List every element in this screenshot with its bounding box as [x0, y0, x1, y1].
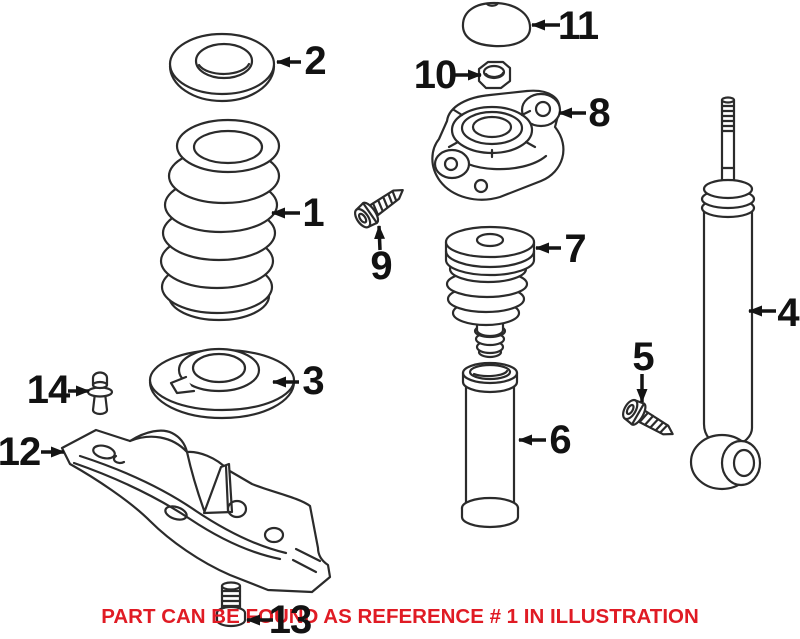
part-drawing-strut-mount	[431, 89, 565, 201]
part-drawing-lock-nut	[477, 60, 512, 90]
ref-label-8: 8	[588, 91, 610, 135]
ref-label-11: 11	[557, 4, 599, 48]
ref-label-1: 1	[302, 191, 324, 235]
ref-label-12: 12	[0, 430, 41, 474]
ref-label-2: 2	[304, 39, 326, 83]
part-drawing-spring-support-bracket	[60, 428, 332, 594]
ref-label-4: 4	[777, 291, 799, 335]
ref-label-13: 13	[268, 598, 312, 639]
leader-arrow-9	[374, 225, 386, 251]
part-drawing-protective-sleeve	[460, 361, 520, 529]
ref-label-7: 7	[564, 227, 586, 271]
part-drawing-lower-spring-seat	[148, 347, 296, 420]
part-drawing-mount-screw	[354, 188, 404, 229]
ref-label-5: 5	[632, 335, 654, 379]
part-drawing-shock-lower-screw	[622, 398, 674, 436]
part-drawing-cover-cap	[461, 1, 532, 48]
part-drawing-upper-spring-seat-washer	[168, 32, 276, 103]
part-drawing-coil-spring	[159, 118, 281, 322]
ref-label-14: 14	[26, 368, 70, 412]
ref-label-6: 6	[549, 418, 571, 462]
part-drawing-bracket-bolt	[215, 581, 247, 628]
part-drawing-bump-stop	[444, 225, 536, 359]
ref-label-10: 10	[413, 53, 457, 97]
part-drawing-shock-absorber	[689, 96, 762, 491]
ref-label-3: 3	[302, 359, 324, 403]
ref-label-9: 9	[370, 244, 392, 288]
